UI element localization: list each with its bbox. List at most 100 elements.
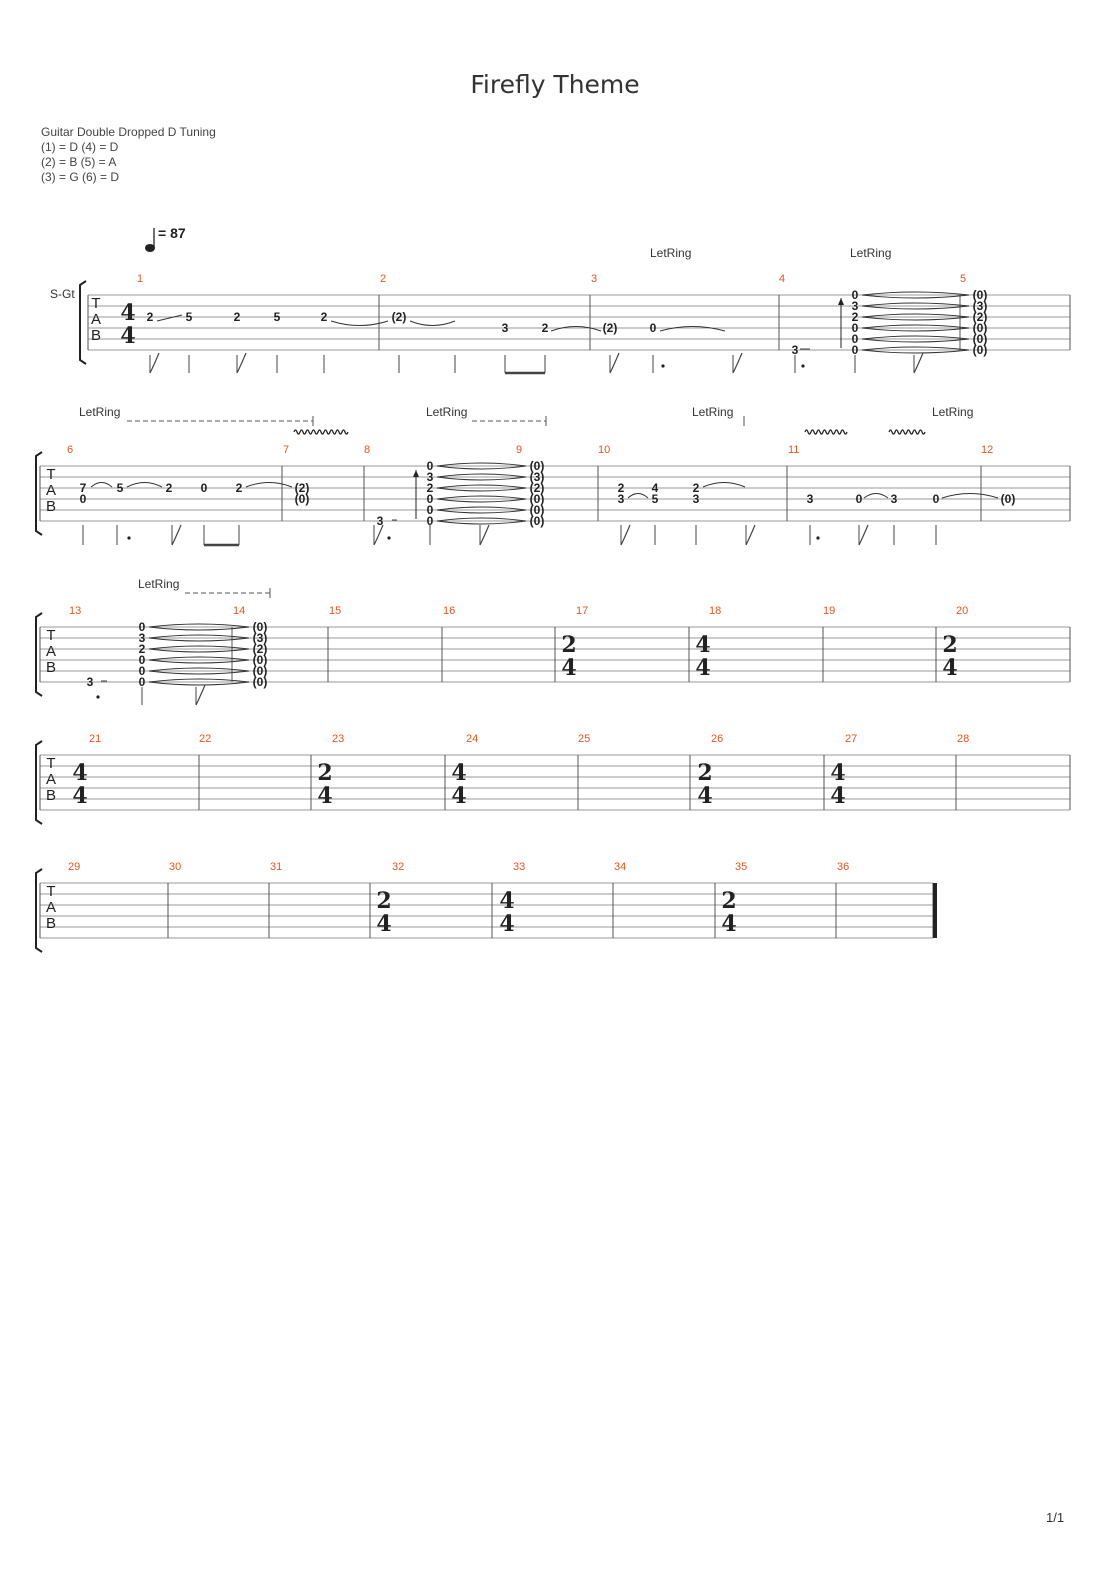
fret-number: 2 [618,481,625,495]
fret-number: 2 [542,321,549,335]
tab-clef-letter: A [46,771,56,788]
tie-arc [550,326,602,332]
fret-number: 0 [427,459,434,473]
fret-number: 2 [166,481,173,495]
measure-number: 24 [466,733,478,745]
measure-number: 11 [788,444,799,456]
fret-number: 0 [139,620,146,634]
fret-number: (0) [530,459,545,473]
tie-arc [436,495,527,500]
tab-clef-letter: A [46,482,56,499]
let-ring-label: LetRing [692,405,733,419]
tie-arc [436,517,527,522]
strum-arrowhead-icon [413,470,419,477]
let-ring-label: LetRing [426,405,467,419]
fret-number: 3 [618,492,625,506]
tie-arc [436,476,527,481]
fret-number: 0 [427,514,434,528]
measure-number: 4 [779,273,785,285]
fret-number: 2 [693,481,700,495]
time-signature-top: 4 [120,300,135,326]
tie-arc [861,313,970,318]
fret-number: 3 [377,514,384,528]
fret-number: (0) [253,675,268,689]
dotted-rhythm [127,536,131,540]
tie-arc [148,648,250,653]
let-ring-label: LetRing [932,405,973,419]
rhythm-flag [149,352,160,374]
tab-clef-letter: B [46,787,56,804]
fret-number: (2) [530,481,545,495]
fret-number: 2 [852,310,859,324]
tab-clef-letter: B [46,498,56,515]
let-ring-label: LetRing [79,405,120,419]
fret-number: 0 [427,503,434,517]
fret-number: 2 [147,310,154,324]
fret-number: 3 [807,492,814,506]
page-number: 1/1 [1046,1510,1065,1525]
fret-number: 2 [321,310,328,324]
tie-arc [861,349,970,354]
measure-number: 5 [960,273,966,285]
rhythm-flag [479,524,490,546]
fret-number: (0) [1001,492,1016,506]
fret-number: 3 [693,492,700,506]
tie-arc [148,667,250,672]
rhythm-flag [620,524,631,546]
let-ring-label: LetRing [850,246,891,260]
fret-number: 0 [856,492,863,506]
time-signature-bottom: 4 [376,911,391,937]
tie-arc [148,645,250,650]
tab-clef-letter: T [46,466,55,483]
tie-arc [861,302,970,307]
dotted-rhythm [816,536,820,540]
fret-number: 5 [186,310,193,324]
fret-number: 0 [852,343,859,357]
vibrato-mark [804,429,848,435]
rhythm-flag [858,524,869,546]
time-signature-bottom: 4 [721,911,736,937]
tab-clef-letter: A [91,311,101,328]
tie-arc [861,335,970,340]
system-bracket [79,280,87,365]
tie-arc [702,482,746,488]
fret-number: 0 [139,675,146,689]
tie-arc [436,484,527,489]
tie-arc [861,346,970,351]
tab-clef-letter: A [46,899,56,916]
tab-clef-letter: T [46,883,55,900]
fret-number: (0) [973,321,988,335]
fret-number: 0 [139,653,146,667]
measure-number: 34 [614,861,626,873]
measure-number: 15 [329,605,341,617]
measure-number: 14 [233,605,245,617]
fret-number: 3 [792,343,799,357]
fret-number: 5 [274,310,281,324]
tie-arc [148,634,250,639]
tuning-line: (3) = G (6) = D [41,170,120,184]
strum-arrowhead-icon [838,298,844,305]
time-signature-bottom: 4 [499,911,514,937]
time-signature-top: 2 [376,888,391,914]
time-signature-top: 4 [451,760,466,786]
tie-arc [861,316,970,321]
tab-clef-letter: T [46,755,55,772]
tie-arc [436,473,527,478]
system-bracket [35,868,43,953]
let-ring-label: LetRing [650,246,691,260]
tie-arc [148,637,250,642]
measure-number: 8 [364,444,370,456]
system-bracket [35,451,43,536]
score-title: Firefly Theme [470,70,640,99]
tie-arc [436,487,527,492]
tie-arc [126,482,163,488]
tuning-line: (2) = B (5) = A [41,155,117,169]
time-signature-bottom: 4 [942,655,957,681]
tie-arc [659,326,726,332]
measure-number: 25 [578,733,590,745]
measure-number: 1 [137,273,143,285]
system-bracket [35,612,43,697]
tie-arc [861,324,970,329]
fret-number: 3 [139,631,146,645]
rhythm-flag [732,352,743,374]
